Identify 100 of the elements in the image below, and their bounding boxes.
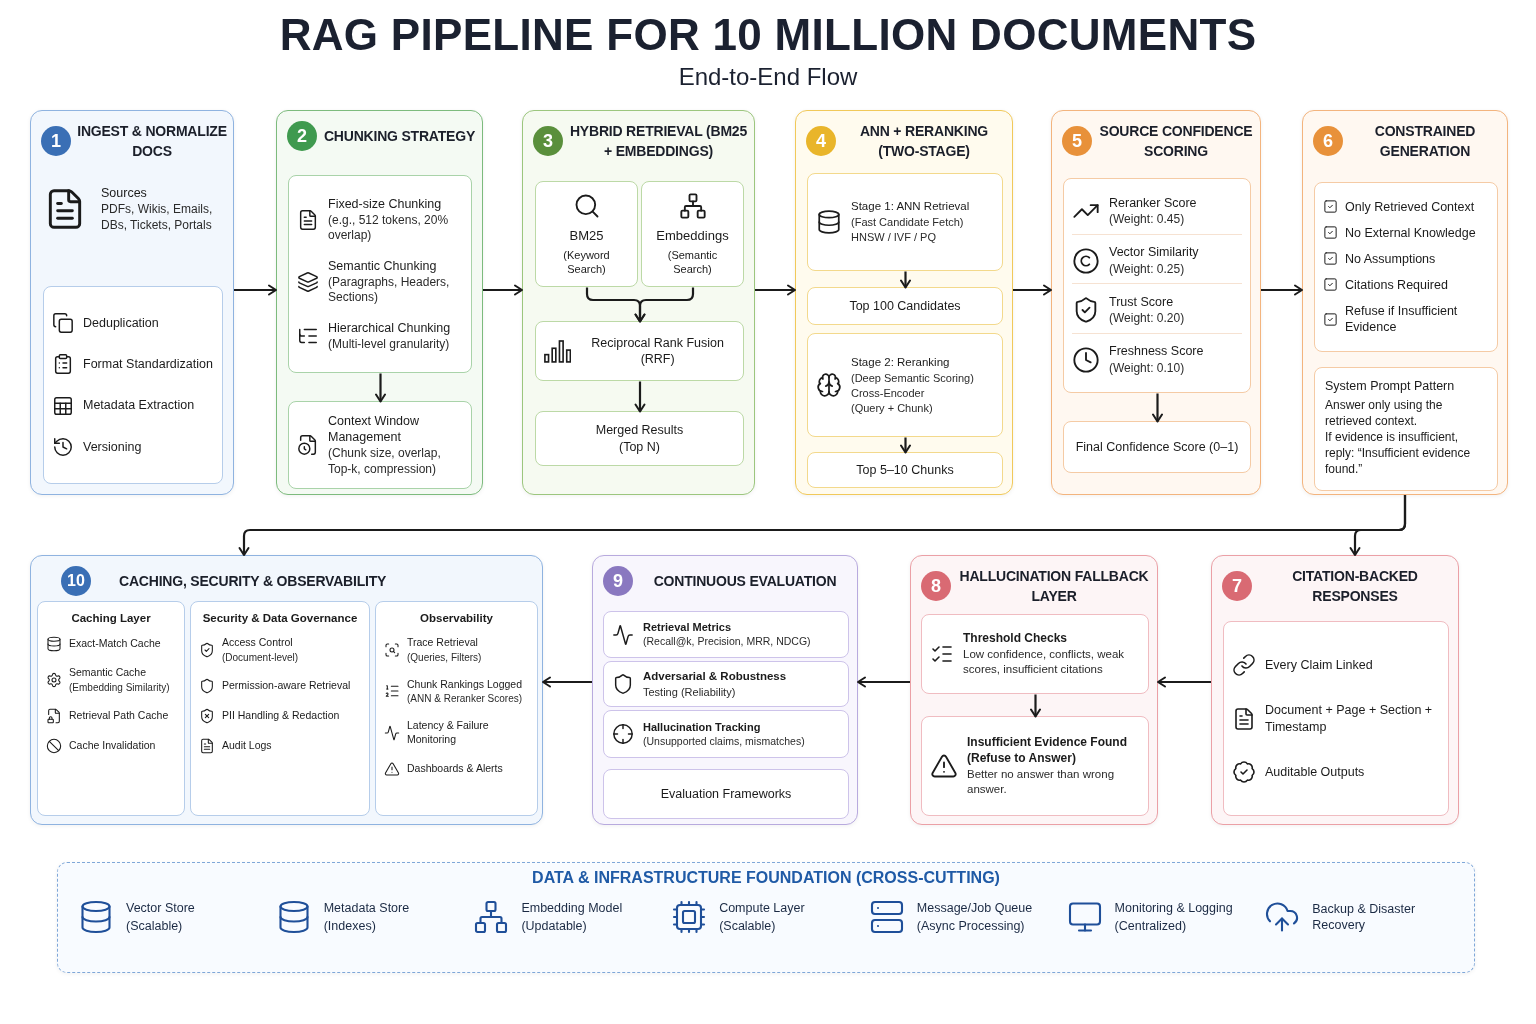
item-detail: (Unsupported claims, mismatches) — [643, 734, 805, 749]
step-box — [603, 661, 849, 707]
panel-title: CONSTRAINED GENERATION — [1373, 122, 1477, 161]
item-title: Vector Similarity — [1109, 244, 1199, 261]
item-title: Embedding Model — [521, 900, 623, 917]
item-detail: (Keyword Search) — [562, 247, 611, 277]
arrow — [1152, 393, 1163, 423]
item-detail: (Async Processing) — [916, 917, 1026, 934]
step-box — [641, 181, 744, 287]
box-label: Evaluation Frameworks — [660, 785, 792, 803]
item-title: Threshold Checks — [963, 630, 1069, 647]
item-title: Vector Store — [126, 900, 195, 917]
step-number-badge: 1 — [41, 126, 71, 156]
item-title: Only Retrieved Context — [1345, 198, 1475, 215]
arrow — [1013, 284, 1052, 296]
item-detail: (Paragraphs, Headers, Sections) — [328, 274, 451, 306]
item-title: Fixed-size Chunking — [328, 195, 443, 212]
item-title: Insufficient Evidence Found (Refuse to Answer) — [967, 734, 1128, 767]
diagram-title: RAG PIPELINE FOR 10 MILLION DOCUMENTS — [279, 10, 1257, 60]
item-title: Metadata Extraction — [83, 397, 195, 414]
panel-title: CONTINUOUS EVALUATION — [652, 572, 838, 591]
panel-title: CHUNKING STRATEGY — [323, 127, 476, 146]
step-box — [288, 175, 472, 373]
item-title: Stage 2: Reranking — [851, 354, 951, 370]
step-number-badge: 6 — [1313, 126, 1343, 156]
item-title: Exact-Match Cache — [69, 637, 161, 651]
item-title: Permission-aware Retrieval — [222, 678, 351, 693]
item-title: No External Knowledge — [1345, 224, 1476, 241]
item-title: Compute Layer — [719, 900, 805, 917]
item-detail: (Fast Candidate Fetch) — [851, 215, 965, 230]
item-detail: (ANN & Reranker Scores) — [407, 692, 523, 706]
item-title: Hierarchical Chunking — [328, 319, 451, 336]
arrow — [1030, 694, 1041, 718]
item-detail: PDFs, Wikis, Emails, DBs, Tickets, Portals — [101, 202, 214, 234]
step-box — [921, 716, 1149, 816]
step-box — [807, 173, 1003, 271]
item-title: Refuse if Insufficient Evidence — [1345, 302, 1459, 336]
panel-title: CACHING, SECURITY & OBSERVABILITY — [119, 572, 388, 591]
item-title: Document + Page + Section + Timestamp — [1265, 702, 1434, 735]
arrow — [755, 284, 796, 296]
subtitle: End-to-End Flow — [678, 63, 858, 91]
step-number-badge: 7 — [1222, 571, 1252, 601]
arrow — [634, 381, 646, 413]
prompt-text: Answer only using the retrieved context. — [1325, 398, 1444, 430]
item-detail: (Scalable) — [719, 917, 777, 934]
column-heading: Security & Data Governance — [201, 612, 359, 624]
item-title: Dashboards & Alerts — [407, 761, 503, 776]
arrow — [238, 495, 1407, 556]
item-title: No Assumptions — [1345, 250, 1436, 267]
stage-panel — [30, 555, 543, 825]
stage-panel — [522, 110, 755, 495]
item-title: Citations Required — [1345, 276, 1448, 293]
panel-title: HALLUCINATION FALLBACK LAYER — [958, 567, 1150, 606]
arrow — [900, 271, 911, 289]
step-box — [603, 611, 849, 658]
step-box — [807, 333, 1003, 437]
item-title: Audit Logs — [222, 738, 272, 753]
panel-title: HYBRID RETRIEVAL (BM25 + EMBEDDINGS) — [569, 122, 748, 161]
step-box — [807, 287, 1003, 325]
item-detail: HNSW / IVF / PQ — [851, 230, 937, 245]
arrow — [634, 287, 695, 323]
step-number-badge: 4 — [806, 126, 836, 156]
step-box — [190, 601, 370, 816]
step-box — [1223, 621, 1449, 816]
item-title: Monitoring & Logging — [1114, 900, 1233, 917]
item-detail: Testing (Reliability) — [643, 684, 737, 700]
step-box — [375, 601, 538, 816]
step-box — [37, 601, 185, 816]
item-detail: (Deep Semantic Scoring) — [851, 370, 974, 385]
box-label: Top 100 Candidates — [849, 297, 961, 315]
box-label: Merged Results — [595, 421, 684, 438]
item-detail: Low confidence, conflicts, weak scores, insufficient citations — [963, 647, 1126, 678]
item-detail: Better no answer than wrong answer. — [967, 767, 1116, 798]
arrow — [900, 437, 911, 454]
item-detail: (Recall@k, Precision, MRR, NDCG) — [643, 635, 811, 649]
item-detail: (Chunk size, overlap, Top-k, compression) — [328, 446, 442, 478]
item-detail: (Semantic Search) — [666, 247, 719, 277]
stage-panel — [276, 110, 483, 495]
item-detail: (Query + Chunk) — [851, 401, 934, 416]
item-title: Reciprocal Rank Fusion (RRF) — [590, 334, 725, 368]
item-detail: (Centralized) — [1114, 917, 1188, 934]
item-title: Retrieval Metrics — [643, 620, 733, 635]
panel-title: ANN + RERANKING (TWO-STAGE) — [858, 122, 990, 161]
item-title: Chunk Rankings Logged — [407, 677, 523, 692]
panel-title: SOURCE CONFIDENCE SCORING — [1098, 122, 1254, 161]
step-number-badge: 2 — [287, 121, 317, 151]
step-number-badge: 9 — [603, 566, 633, 596]
arrow — [234, 284, 277, 296]
item-title: PII Handling & Redaction — [222, 708, 340, 723]
item-title: Embeddings — [655, 227, 730, 245]
item-title: Semantic Chunking — [328, 257, 438, 274]
item-detail: (e.g., 512 tokens, 20% overlap) — [328, 212, 450, 244]
item-title: Backup & Disaster Recovery — [1312, 900, 1417, 934]
step-box — [921, 614, 1149, 694]
step-number-badge: 5 — [1062, 126, 1092, 156]
column-heading: Caching Layer — [70, 612, 152, 624]
item-detail: (Scalable) — [126, 917, 184, 934]
step-number-badge: 8 — [921, 571, 951, 601]
stage-panel — [1211, 555, 1459, 825]
stage-panel — [795, 110, 1013, 495]
